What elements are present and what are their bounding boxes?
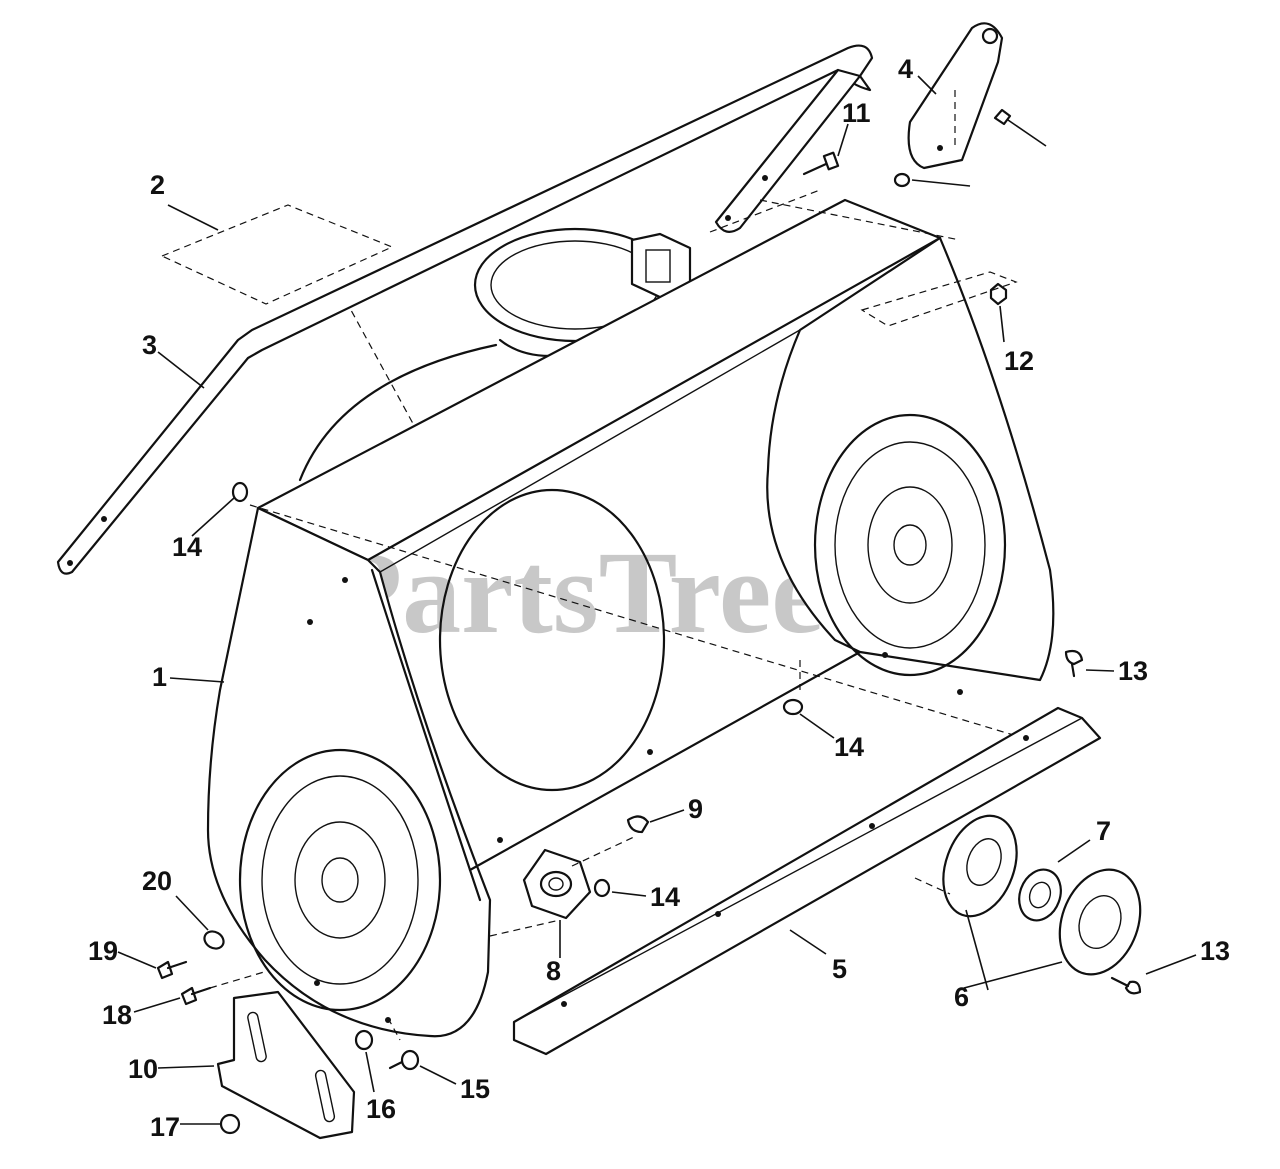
- callout-7: 7: [1096, 816, 1111, 846]
- callout-10: 10: [128, 1054, 158, 1084]
- part-2-decal: [160, 204, 435, 465]
- callout-labels: 2 3 4 11 12 14 1 13 14 9 7 14 8 5 13 6 2…: [88, 54, 1230, 1142]
- leader-lines: [117, 75, 1197, 1125]
- callout-18: 18: [102, 1000, 132, 1030]
- callout-20: 20: [142, 866, 172, 896]
- callout-9: 9: [688, 794, 703, 824]
- left-small-parts: [156, 930, 420, 1140]
- part-14-grommets: [231, 481, 804, 898]
- callout-5: 5: [832, 954, 847, 984]
- part-13-bolts: [1064, 649, 1142, 995]
- part-8-9-flange: [489, 815, 650, 937]
- part-3-handle: [56, 44, 874, 575]
- callout-13-right: 13: [1118, 656, 1148, 686]
- watermark-text: PartsTree: [330, 527, 824, 658]
- callout-12: 12: [1004, 346, 1034, 376]
- part-6-7-bearing: [914, 814, 1142, 976]
- callout-1: 1: [152, 662, 167, 692]
- callout-4: 4: [898, 54, 913, 84]
- part-5-scraper-bar: [512, 706, 1102, 1056]
- watermark: PartsTree ™: [330, 527, 932, 658]
- callout-3: 3: [142, 330, 157, 360]
- callout-17: 17: [150, 1112, 180, 1142]
- callout-19: 19: [88, 936, 118, 966]
- part-4-bracket: [759, 22, 1047, 241]
- callout-14-top: 14: [172, 532, 202, 562]
- callout-13-lower: 13: [1200, 936, 1230, 966]
- callout-6: 6: [954, 982, 969, 1012]
- part-11-bolt: [802, 151, 840, 176]
- callout-8: 8: [546, 956, 561, 986]
- part-12-nut: [860, 271, 1018, 327]
- callout-14-lower: 14: [650, 882, 680, 912]
- callout-2: 2: [150, 170, 165, 200]
- callout-14-middle: 14: [834, 732, 864, 762]
- part-1-housing: [206, 198, 1055, 1038]
- callout-11: 11: [842, 98, 871, 128]
- callout-15: 15: [460, 1074, 490, 1104]
- callout-16: 16: [366, 1094, 396, 1124]
